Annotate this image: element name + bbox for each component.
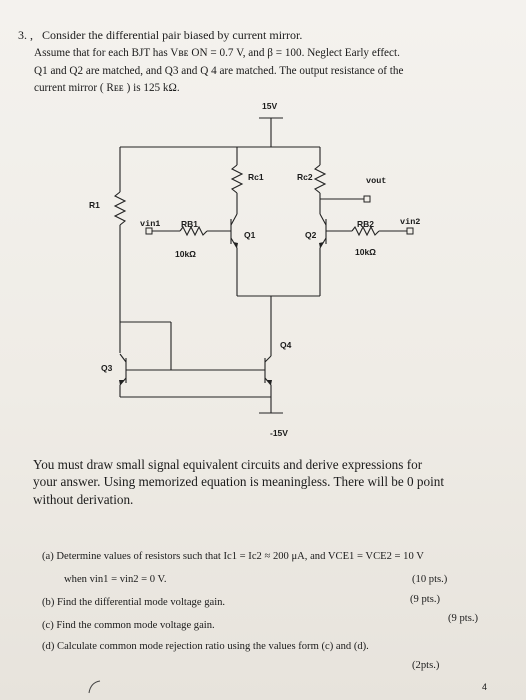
problem-number: 3. ,: [18, 28, 33, 42]
rb1-value: 10kΩ: [175, 249, 196, 259]
part-c-points: (9 pts.): [448, 613, 479, 624]
rc2-label: Rc2: [297, 172, 313, 182]
part-c: (c) Find the common mode voltage gain.: [42, 620, 215, 631]
rc1-label: Rc1: [248, 172, 264, 182]
vee-label: -15V: [270, 428, 288, 438]
part-d-points: (2pts.): [412, 660, 440, 671]
problem-line-3: Q1 and Q2 are matched, and Q3 and Q 4 ar…: [34, 65, 404, 77]
vin1-terminal: [145, 227, 153, 235]
vcc-label: 15V: [262, 101, 278, 111]
part-a-points: (10 pts.): [412, 574, 448, 585]
q2-label: Q2: [305, 230, 317, 240]
vin2-terminal: [406, 227, 414, 235]
page-number: 4: [482, 682, 488, 692]
rb2-value: 10kΩ: [355, 247, 376, 257]
part-a-line-1: (a) Determine values of resistors such t…: [42, 551, 424, 562]
emitter-arrows: [119, 242, 324, 385]
part-d: (d) Calculate common mode rejection rati…: [42, 641, 369, 652]
problem-line-2: Assume that for each BJT has Vʙᴇ ON = 0.…: [34, 47, 400, 59]
instruction-line-2: your answer. Using memorized equation is…: [33, 474, 445, 489]
problem-line-1: Consider the differential pair biased by…: [42, 28, 303, 42]
q1-label: Q1: [244, 230, 256, 240]
q3-label: Q3: [101, 363, 113, 373]
part-b: (b) Find the differential mode voltage g…: [42, 597, 226, 608]
instruction-line-3: without derivation.: [33, 492, 134, 507]
r1-label: R1: [89, 200, 100, 210]
part-a-line-2: when vin1 = vin2 = 0 V.: [64, 574, 167, 585]
rb1-label: RB1: [181, 219, 199, 229]
rb2-label: RB2: [357, 219, 375, 229]
vin1-label: vin1: [140, 219, 161, 229]
q4-label: Q4: [280, 340, 292, 350]
vin2-label: vin2: [400, 217, 421, 227]
instruction-line-1: You must draw small signal equivalent ci…: [33, 457, 423, 472]
vout-terminal: [363, 195, 371, 203]
vout-label: vout: [366, 176, 387, 186]
problem-line-4: current mirror ( Rᴇᴇ ) is 125 kΩ.: [34, 82, 180, 94]
part-b-points: (9 pts.): [410, 594, 441, 605]
